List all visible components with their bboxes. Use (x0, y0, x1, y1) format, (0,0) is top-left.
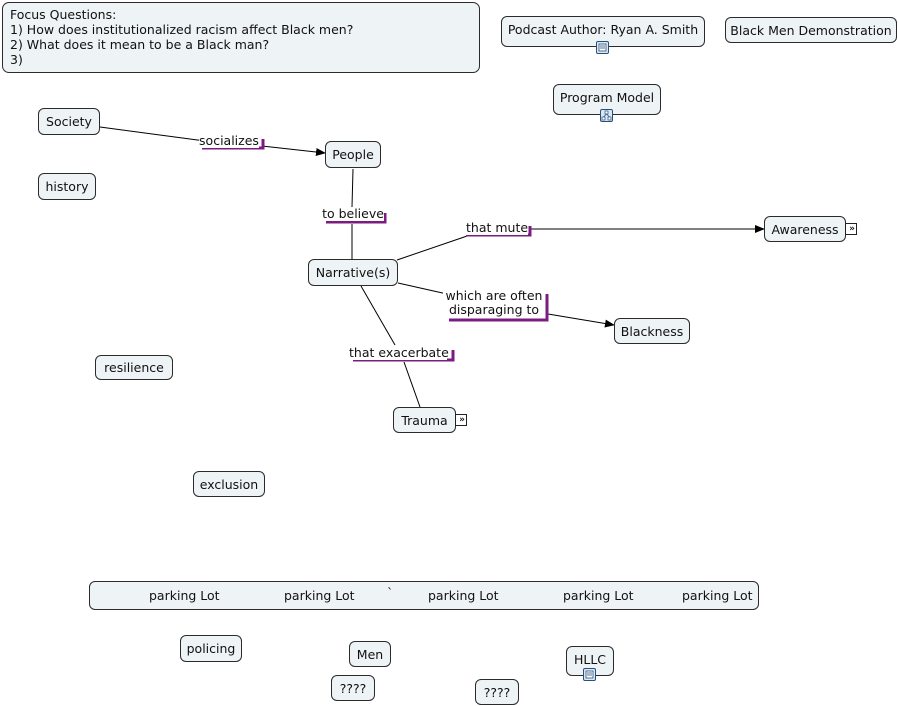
focus-questions-box: Focus Questions: 1) How does institution… (2, 2, 480, 73)
node-unknown-1-label: ???? (339, 680, 367, 696)
parking-lot-item-5[interactable]: parking Lot (682, 588, 753, 603)
node-awareness-label: Awareness (771, 221, 839, 237)
node-resilience-label: resilience (104, 360, 164, 375)
node-blackness[interactable]: Blackness (614, 318, 690, 344)
node-society[interactable]: Society (38, 108, 100, 135)
hllc-document-resource-icon[interactable] (583, 668, 596, 681)
node-men-label: Men (356, 646, 384, 662)
underline-disparaging (449, 294, 549, 322)
node-society-label: Society (46, 114, 92, 129)
parking-lot-item-1[interactable]: parking Lot (149, 588, 220, 603)
link-label-that-mute[interactable]: that mute (466, 220, 529, 235)
node-hllc-label: HLLC (573, 652, 607, 667)
node-blackness-label: Blackness (620, 323, 684, 339)
concept-map-resource-icon[interactable] (600, 109, 613, 122)
node-history[interactable]: history (38, 173, 96, 200)
underline-socializes (202, 139, 265, 150)
link-label-disparaging[interactable]: which are often disparaging to (443, 289, 545, 317)
underline-that-mute (466, 226, 532, 237)
node-black-men-demonstration[interactable]: Black Men Demonstration (725, 17, 897, 43)
node-podcast-author-label: Podcast Author: Ryan A. Smith (507, 22, 699, 37)
link-socializes-people (261, 145, 326, 156)
node-exclusion[interactable]: exclusion (193, 471, 265, 497)
link-disparaging-blackness (547, 313, 615, 328)
underline-to-believe (326, 213, 387, 224)
link-label-to-believe[interactable]: to believe (322, 206, 384, 221)
link-narratives-that-mute (396, 234, 471, 261)
link-label-disparaging-line1: which are often (445, 288, 543, 303)
node-policing-label: policing (186, 641, 236, 656)
node-trauma-label: Trauma (401, 412, 448, 428)
parking-lot-item-4[interactable]: parking Lot (563, 588, 634, 603)
parking-lot-item-3[interactable]: parking Lot (428, 588, 499, 603)
link-society-socializes (99, 126, 206, 142)
node-unknown-2-label: ???? (483, 684, 511, 700)
focus-question-2: 2) What does it mean to be a Black man? (10, 37, 270, 52)
trauma-expand-icon[interactable]: » (455, 414, 467, 426)
link-exacerbate-trauma (403, 361, 421, 408)
node-narratives-label: Narrative(s) (315, 265, 391, 280)
node-people[interactable]: People (325, 141, 381, 168)
node-policing[interactable]: policing (180, 635, 242, 662)
node-black-men-demonstration-label: Black Men Demonstration (730, 22, 892, 38)
link-people-to-believe (351, 168, 354, 208)
node-unknown-1[interactable]: ???? (331, 675, 375, 701)
node-men[interactable]: Men (349, 641, 391, 667)
node-resilience[interactable]: resilience (95, 355, 173, 380)
link-label-disparaging-line2: disparaging to (448, 302, 540, 317)
node-trauma[interactable]: Trauma (393, 407, 456, 433)
node-unknown-2[interactable]: ???? (475, 679, 519, 705)
focus-question-1: 1) How does institutionalized racism aff… (10, 22, 354, 37)
node-people-label: People (332, 147, 374, 162)
node-exclusion-label: exclusion (199, 476, 259, 492)
awareness-expand-icon[interactable]: » (845, 223, 857, 235)
node-history-label: history (45, 179, 89, 194)
focus-question-3: 3) (10, 52, 23, 67)
parking-lot-bar[interactable]: parking Lot parking Lot ` parking Lot pa… (89, 581, 759, 610)
link-label-socializes[interactable]: socializes (199, 133, 259, 148)
focus-heading: Focus Questions: (10, 7, 117, 22)
parking-lot-item-2[interactable]: parking Lot (284, 588, 355, 603)
node-narratives[interactable]: Narrative(s) (308, 259, 398, 286)
link-narratives-disparaging (397, 282, 448, 295)
underline-that-exacerbate (353, 350, 455, 362)
parking-lot-backtick: ` (387, 585, 394, 600)
document-resource-icon[interactable] (596, 41, 609, 54)
link-label-that-exacerbate[interactable]: that exacerbate (349, 345, 449, 360)
link-narratives-exacerbate (360, 285, 396, 346)
node-program-model-label: Program Model (559, 90, 655, 105)
node-awareness[interactable]: Awareness (764, 216, 846, 242)
